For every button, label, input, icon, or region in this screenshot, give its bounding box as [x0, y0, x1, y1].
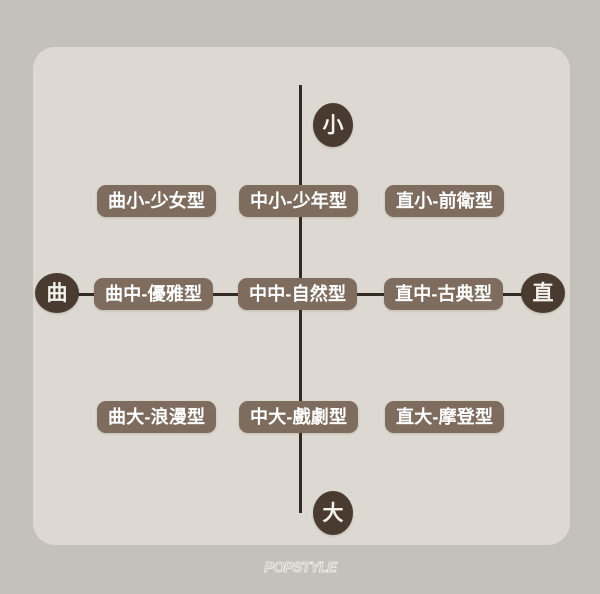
style-matrix-card: 小 大 曲 直 曲小-少女型 中小-少年型 直小-前衛型 曲中-優雅型 中中-自…: [33, 47, 570, 545]
axis-badge-left-curve: 曲: [35, 273, 79, 313]
matrix-cell-curve-large[interactable]: 曲大-浪漫型: [97, 401, 217, 433]
matrix-cell-curve-medium[interactable]: 曲中-優雅型: [94, 278, 214, 310]
axis-badge-right-straight: 直: [521, 273, 565, 313]
matrix-cell-straight-large[interactable]: 直大-摩登型: [385, 401, 505, 433]
matrix-cell-curve-small[interactable]: 曲小-少女型: [97, 185, 217, 217]
popstyle-watermark: POPSTYLE: [263, 559, 337, 577]
matrix-cell-straight-small[interactable]: 直小-前衛型: [385, 185, 505, 217]
matrix-cell-medium-large[interactable]: 中大-戲劇型: [239, 401, 359, 433]
axis-badge-top-small: 小: [313, 103, 353, 147]
axis-badge-bottom-large: 大: [313, 491, 353, 535]
matrix-cell-medium-small[interactable]: 中小-少年型: [239, 185, 359, 217]
matrix-cell-straight-medium[interactable]: 直中-古典型: [384, 278, 504, 310]
matrix-cell-medium-medium[interactable]: 中中-自然型: [238, 278, 358, 310]
